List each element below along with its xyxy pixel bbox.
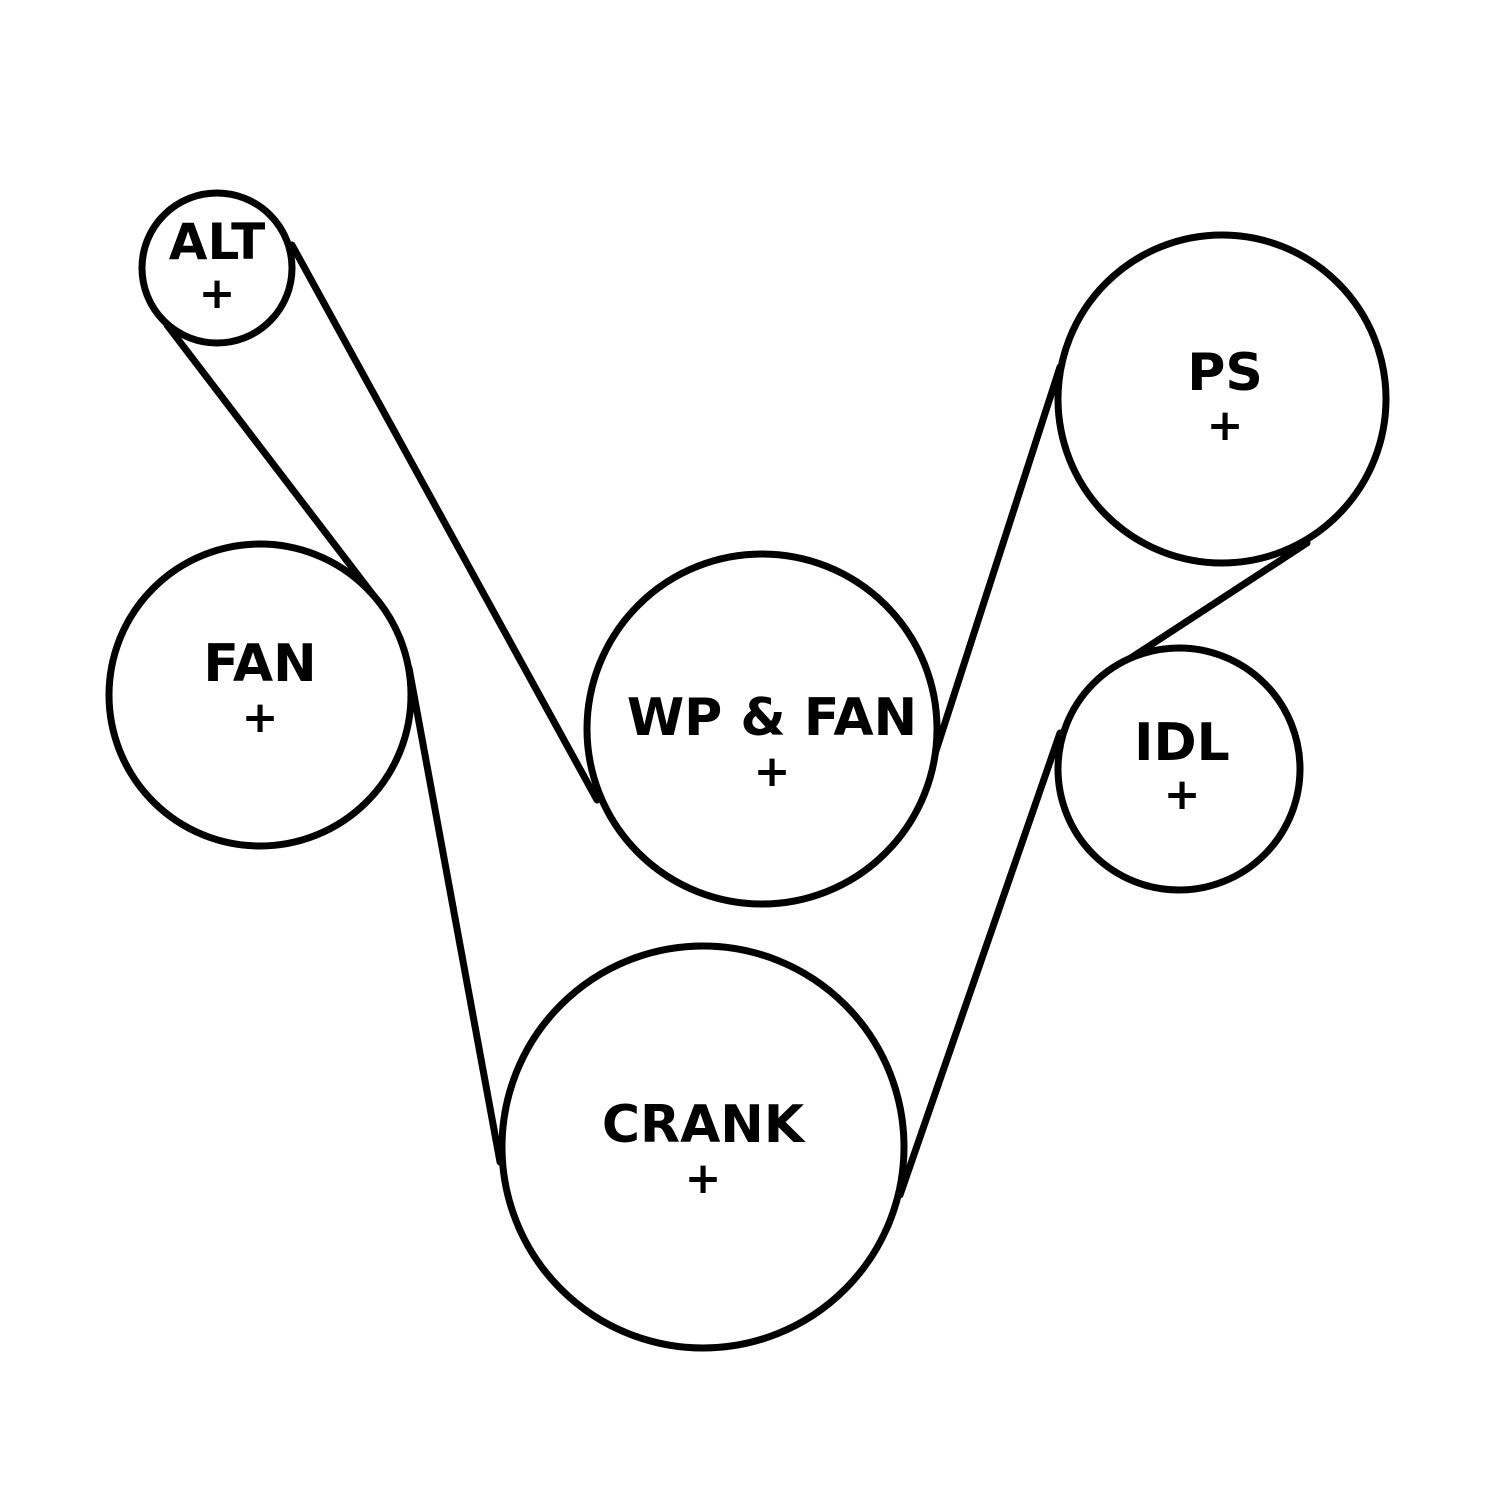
pulley-wp-fan-label: WP & FAN (627, 688, 917, 748)
pulley-idl-circle (1054, 644, 1304, 894)
pulley-fan-center-mark: + (242, 692, 279, 743)
pulley-fan-circle (105, 540, 415, 850)
belt (163, 241, 1311, 1199)
pulley-crank-label: CRANK (602, 1095, 806, 1155)
pulley-wp-fan-center-mark: + (754, 746, 791, 797)
pulley-alt: ALT + (138, 189, 296, 347)
pulley-alt-circle (138, 189, 296, 347)
pulley-ps-label: PS (1187, 343, 1263, 403)
pulley-alt-label: ALT (169, 213, 265, 271)
pulley-idl-center-mark: + (1164, 769, 1201, 820)
pulley-crank-center-mark: + (685, 1153, 722, 1204)
belt-segment-wp-ps (929, 363, 1064, 764)
pulley-ps-center-mark: + (1207, 400, 1244, 451)
belt-segment-ps-idl (1116, 539, 1311, 669)
pulley-crank-circle (498, 942, 908, 1352)
pulley-fan-label: FAN (203, 634, 316, 694)
belt-segment-alt-wp (288, 241, 601, 804)
pulley-ps: PS + (1054, 231, 1390, 567)
pulley-idl-label: IDL (1134, 713, 1230, 773)
belt-segment-alt-fan (163, 321, 387, 612)
pulley-wp-fan-circle (583, 550, 941, 908)
pulley-idl: IDL + (1054, 644, 1304, 894)
pulley-fan: FAN + (105, 540, 415, 850)
pulley-ps-circle (1054, 231, 1390, 567)
pulley-wp-fan: WP & FAN + (583, 550, 941, 908)
belt-segment-idl-crank (896, 729, 1064, 1199)
belt-segment-fan-crank (405, 664, 504, 1166)
pulley-crank: CRANK + (498, 942, 908, 1352)
pulley-alt-center-mark: + (199, 268, 236, 319)
